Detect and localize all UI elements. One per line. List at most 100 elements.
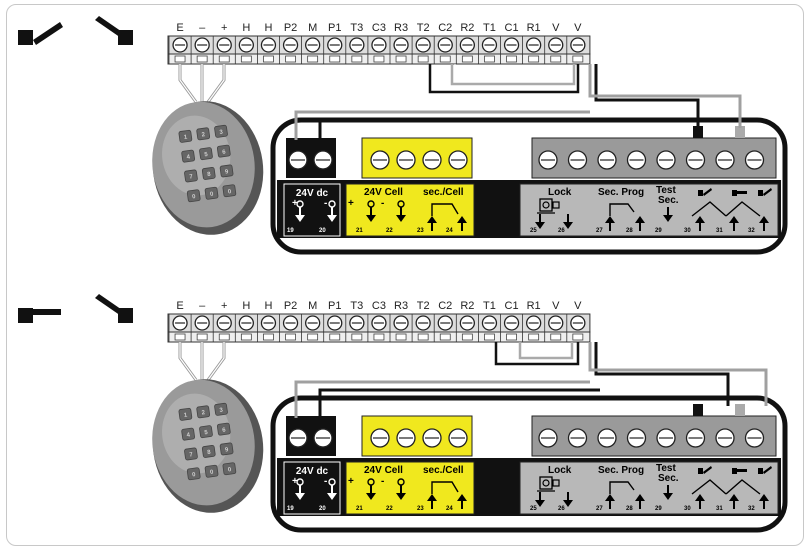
terminal-label: M [308,22,317,34]
terminal-label: C1 [505,22,519,34]
pin-20: 20 [319,228,326,234]
terminal-label: R2 [460,300,474,312]
keypad-key [199,147,213,161]
pin-32: 32 [748,228,755,234]
pin-22: 22 [386,506,393,512]
keypad-wires [178,64,226,103]
keypad-digit: 4 [186,432,191,438]
power-label-box [283,461,341,515]
gate-post-icon [18,30,33,45]
terminal-label: V [574,300,582,312]
gate-open-icon [118,30,133,45]
terminal-label: T1 [483,300,496,312]
keypad-key [222,184,237,198]
terminal-label: R1 [527,300,541,312]
sec-prog-label: Sec. Prog [598,187,644,198]
terminal-label: R1 [527,22,541,34]
sec-cell-label: sec./Cell [423,465,464,476]
terminal-label: H [242,22,250,34]
pin-31: 31 [716,228,723,234]
keypad-digit: 4 [186,154,191,160]
pin-21: 21 [356,506,363,512]
terminal-label: P2 [284,22,297,34]
cell-label-box [345,461,475,515]
power-label: 24V dc [296,466,329,477]
terminal-label: V [552,300,560,312]
terminal-label: V [574,22,582,34]
pin-25: 25 [530,506,537,512]
pin-23: 23 [417,228,424,234]
pin-30: 30 [684,506,691,512]
keypad-digit: 1 [184,413,189,419]
keypad-digit: 2 [201,410,206,416]
terminal-label: T2 [417,22,430,34]
svg-text:-: - [324,476,327,487]
gate-closed-icon [33,22,63,45]
terminal-label: R3 [394,22,408,34]
terminal-label: H [264,22,272,34]
diagram-frame [6,4,804,546]
terminal-label: H [242,300,250,312]
pin-26: 26 [558,228,565,234]
sec-label: Sec. [658,195,679,206]
lock-label: Lock [548,187,572,198]
keypad-key [186,467,201,481]
keypad-wires [178,342,226,381]
board-wires [294,64,745,140]
keypad-key [204,186,219,200]
cell-label: 24V Cell [364,187,403,198]
terminal-label: T1 [483,22,496,34]
test-label: Test [656,185,676,196]
pin-21: 21 [356,228,363,234]
terminal-label: – [199,22,206,34]
terminal-label: P1 [328,22,341,34]
sec-label: Sec. [658,473,679,484]
gate-open-icon [118,308,133,323]
keypad-key [201,167,216,180]
keypad-digit: 8 [207,450,212,456]
terminal-label: C2 [438,300,452,312]
limit-switch-icons [698,466,772,474]
keypad-key [196,127,211,141]
keypad-key [178,129,193,143]
keypad-digit: 6 [222,427,227,433]
board-wires [294,342,768,418]
terminal-label: R2 [460,22,474,34]
keypad-key [196,405,211,419]
keypad-digit: 9 [225,169,230,175]
terminal-label: C2 [438,22,452,34]
terminal-label: – [199,300,206,312]
keypad-key [219,164,234,178]
keypad-digit: 2 [201,132,206,138]
terminal-label: P2 [284,300,297,312]
terminal-label: + [221,300,227,312]
pin-25: 25 [530,228,537,234]
svg-text:+: + [292,476,298,487]
keypad-digit: 1 [184,135,189,141]
sec-cell-label: sec./Cell [423,187,464,198]
pin-30: 30 [684,228,691,234]
pin-31: 31 [716,506,723,512]
terminal-label: C1 [505,300,519,312]
keypad-key [178,407,193,421]
terminal-label: H [264,300,272,312]
terminal-label: C3 [372,300,386,312]
keypad-key [222,462,237,476]
keypad-key [184,447,198,461]
keypad-key [216,144,231,158]
gate-icons [18,16,133,45]
terminal-label: M [308,300,317,312]
power-label: 24V dc [296,188,329,199]
keypad-key [214,402,228,416]
pin-19: 19 [287,228,294,234]
terminal-label: E [176,22,183,34]
terminal-label: V [552,22,560,34]
terminal-label: T2 [417,300,430,312]
keypad-digit: 9 [225,447,230,453]
